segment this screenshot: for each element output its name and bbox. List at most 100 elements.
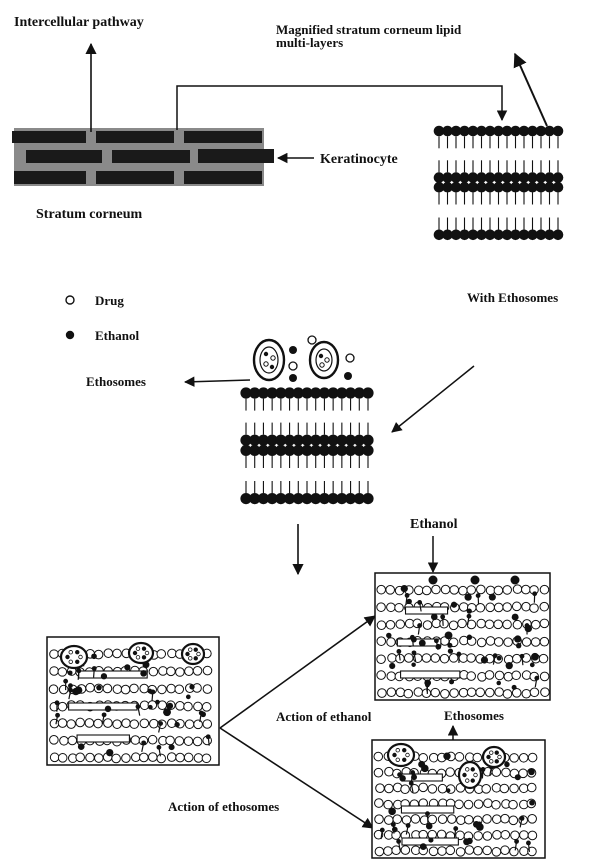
ethanol-molecule	[289, 374, 297, 382]
lipid-head	[518, 181, 530, 193]
lipid-bead	[85, 752, 95, 763]
lipid-bead	[174, 684, 185, 695]
lipid-bead	[183, 701, 193, 712]
ethosome-vesicle	[308, 340, 340, 380]
with-ethosomes-label: With Ethosomes	[467, 290, 558, 305]
ethanol-fluidized-lipid-pattern	[376, 575, 550, 699]
lipid-bead	[387, 653, 397, 663]
lipid-head	[411, 650, 417, 656]
lipid-head	[527, 181, 538, 193]
lipid-head	[456, 651, 462, 657]
lipid-bead	[439, 618, 449, 629]
lipid-bead	[529, 603, 539, 613]
ethanol-molecule	[514, 774, 521, 781]
lipid-bead	[383, 846, 393, 856]
lipid-bead	[509, 846, 519, 857]
vesicle-content	[144, 650, 150, 656]
lipid-bead	[192, 736, 203, 747]
lipid-bead	[156, 753, 167, 764]
ethosome-vesicle	[180, 642, 206, 666]
ethanol-molecule	[67, 670, 73, 676]
lipid-bead	[449, 688, 459, 698]
ethanol-molecule	[447, 642, 453, 648]
lipid-head	[475, 593, 481, 598]
lipid-head	[518, 172, 530, 183]
lipid-bead	[383, 799, 393, 810]
lipid-head	[91, 666, 97, 671]
lipid-head	[318, 493, 331, 505]
lipid-head	[318, 444, 331, 456]
lipid-head	[519, 653, 525, 659]
lipid-head	[433, 172, 445, 183]
lipid-bead	[539, 584, 550, 595]
vesicle-content	[486, 754, 491, 760]
vesicle-content	[196, 651, 201, 657]
lipid-bead	[165, 735, 175, 746]
lipid-head	[249, 387, 261, 399]
magnified-label-line1: Magnified stratum corneum lipid	[276, 22, 462, 37]
vesicle-content	[489, 759, 494, 764]
lipid-bead	[502, 619, 512, 630]
lipid-bead	[376, 670, 386, 680]
ethanol-top-label: Ethanol	[410, 517, 458, 532]
lipid-head	[527, 229, 538, 241]
lipid-bead	[512, 653, 522, 664]
lipid-bead	[473, 845, 483, 856]
lipid-bead	[519, 846, 529, 857]
lipid-bead	[539, 618, 550, 629]
lipid-multilayer-with-ethosomes	[240, 387, 374, 505]
lipid-bead	[131, 752, 141, 763]
lipid-bead	[400, 784, 410, 795]
ethanol-molecule	[388, 807, 396, 816]
keratinocyte-brick	[14, 171, 86, 184]
ethanol-molecule	[400, 584, 408, 593]
vesicle-content	[132, 650, 138, 656]
lipid-head	[476, 181, 487, 193]
lipid-head	[101, 712, 107, 718]
lipid-head	[344, 434, 357, 446]
lipid-head	[336, 434, 348, 446]
lipid-head	[519, 815, 525, 821]
corneocyte	[68, 702, 138, 711]
vesicle-content	[135, 646, 141, 651]
lipid-bead	[403, 653, 414, 663]
lipid-head	[493, 229, 504, 241]
lipid-bead	[511, 670, 521, 681]
lipid-head	[535, 229, 547, 241]
lipid-bead	[202, 719, 213, 729]
lipid-bead	[503, 671, 514, 682]
lipid-bead	[166, 666, 176, 677]
vesicle-content	[465, 767, 470, 772]
lipid-bead	[430, 653, 441, 663]
lipid-bead	[84, 718, 95, 728]
lipid-bead	[102, 683, 113, 694]
lipid-head	[552, 181, 564, 193]
stratum-corneum-label: Stratum corneum	[36, 207, 142, 222]
intercellular-pathway-label: Intercellular pathway	[14, 15, 144, 30]
lipid-bead	[521, 688, 532, 699]
lipid-bead	[530, 637, 541, 647]
vesicle-content	[78, 654, 83, 660]
drug-molecule	[307, 335, 317, 345]
vesicle-content	[75, 659, 80, 664]
lipid-head	[425, 811, 430, 817]
lipid-bead	[57, 667, 68, 677]
lipid-bead	[540, 687, 550, 697]
lipid-bead	[475, 602, 486, 613]
lipid-head	[135, 704, 141, 710]
lipid-bead	[49, 718, 60, 729]
lipid-bead	[456, 815, 466, 825]
legend-ethanol-label: Ethanol	[95, 328, 139, 343]
lipid-head	[510, 125, 521, 137]
lipid-bead	[482, 831, 493, 841]
lipid-bead	[158, 666, 168, 676]
lipid-bead	[463, 799, 474, 810]
lipid-bead	[484, 619, 495, 630]
lipid-head	[362, 493, 374, 505]
ethanol-molecule	[189, 684, 195, 690]
lipid-head	[310, 444, 322, 456]
lipid-head	[440, 614, 446, 620]
lipid-head	[501, 172, 513, 183]
lipid-head	[459, 172, 470, 183]
drug-legend-open-circle	[65, 295, 75, 305]
